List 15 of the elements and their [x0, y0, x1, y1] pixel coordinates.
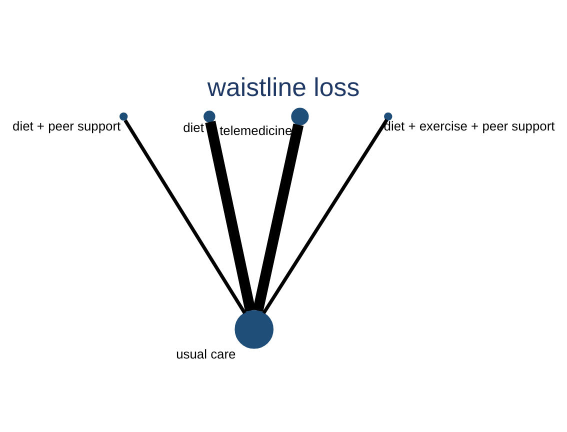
node-circle: [234, 309, 274, 348]
node-label: diet + exercise + peer support: [384, 118, 555, 133]
node-circle: [384, 112, 392, 120]
connector: [262, 118, 388, 314]
node-circle: [204, 110, 216, 122]
node-label: diet: [183, 120, 204, 135]
diagram-title: waistline loss: [207, 74, 360, 102]
node-circle: [119, 112, 128, 120]
node-circle: [291, 107, 309, 125]
node-label: usual care: [176, 346, 236, 362]
node-label: telemedicine: [220, 122, 292, 138]
connector: [124, 118, 246, 314]
connector: [252, 123, 304, 312]
node-label: diet + peer support: [12, 118, 121, 133]
connector: [205, 120, 256, 312]
